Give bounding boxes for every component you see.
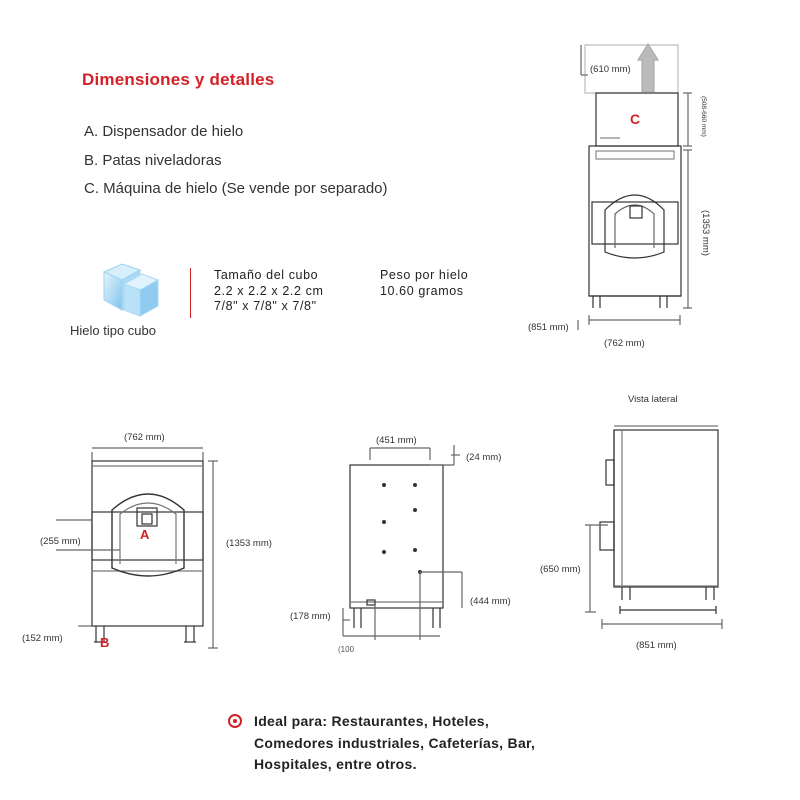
- part-item-c: C. Máquina de hielo (Se vende por separa…: [84, 180, 388, 197]
- back-view-drawing: [342, 445, 463, 640]
- weight-value: 10.60 gramos: [380, 283, 464, 298]
- cube-size-label: Tamaño del cubo: [214, 268, 319, 282]
- page-title: Dimensiones y detalles: [82, 70, 275, 89]
- bullet-icon: [228, 714, 242, 728]
- dim-178: (178 mm): [290, 611, 331, 622]
- weight-spec: Peso por hielo 10.60 gramos: [380, 268, 468, 299]
- dim-610: (610 mm): [590, 64, 631, 75]
- dim-24: (24 mm): [466, 452, 501, 463]
- side-view-title: Vista lateral: [628, 394, 677, 405]
- dim-762-top: (762 mm): [604, 338, 645, 349]
- parts-list: A. Dispensador de hielo B. Patas nivelad…: [84, 118, 388, 204]
- label-c: C: [630, 111, 640, 127]
- part-item-b: B. Patas niveladoras: [84, 151, 222, 169]
- cube-size-cm: 2.2 x 2.2 x 2.2 cm: [214, 283, 324, 298]
- side-view-drawing: [585, 425, 723, 629]
- ideal-line-2: Comedores industriales, Cafeterías, Bar,: [254, 734, 536, 751]
- part-item-a: A. Dispensador de hielo: [84, 123, 244, 140]
- dim-508-660: (508-660 mm): [700, 96, 707, 137]
- ideal-line-1: Ideal para: Restaurantes, Hoteles,: [254, 713, 490, 729]
- ideal-line-3: Hospitales, entre otros.: [254, 756, 417, 772]
- label-a: A: [140, 527, 150, 542]
- ice-cube-icon: [102, 263, 160, 317]
- dim-650: (650 mm): [540, 564, 581, 575]
- dim-1353-front: (1353 mm): [226, 538, 272, 549]
- cut-dim-label: (100: [338, 645, 355, 654]
- dim-1353-top: (1353 mm): [700, 210, 711, 256]
- full-unit-drawing: [577, 42, 692, 330]
- dim-255: (255 mm): [40, 536, 81, 547]
- weight-label: Peso por hielo: [380, 268, 469, 282]
- front-view-drawing: [56, 447, 218, 649]
- spec-divider: [190, 268, 191, 318]
- dim-762-front: (762 mm): [124, 432, 165, 443]
- ice-caption: Hielo tipo cubo: [70, 323, 156, 338]
- ideal-for-text: Ideal para: Restaurantes, Hoteles, Comed…: [254, 711, 535, 776]
- dim-851-top: (851 mm): [528, 322, 569, 333]
- dim-851-side: (851 mm): [636, 640, 677, 651]
- label-b: B: [100, 635, 109, 650]
- dim-152: (152 mm): [22, 633, 63, 644]
- cube-size-in: 7/8" x 7/8" x 7/8": [214, 299, 317, 313]
- cube-size-spec: Tamaño del cubo 2.2 x 2.2 x 2.2 cm 7/8" …: [214, 268, 323, 315]
- dim-444: (444 mm): [470, 596, 511, 607]
- dim-451: (451 mm): [376, 435, 417, 446]
